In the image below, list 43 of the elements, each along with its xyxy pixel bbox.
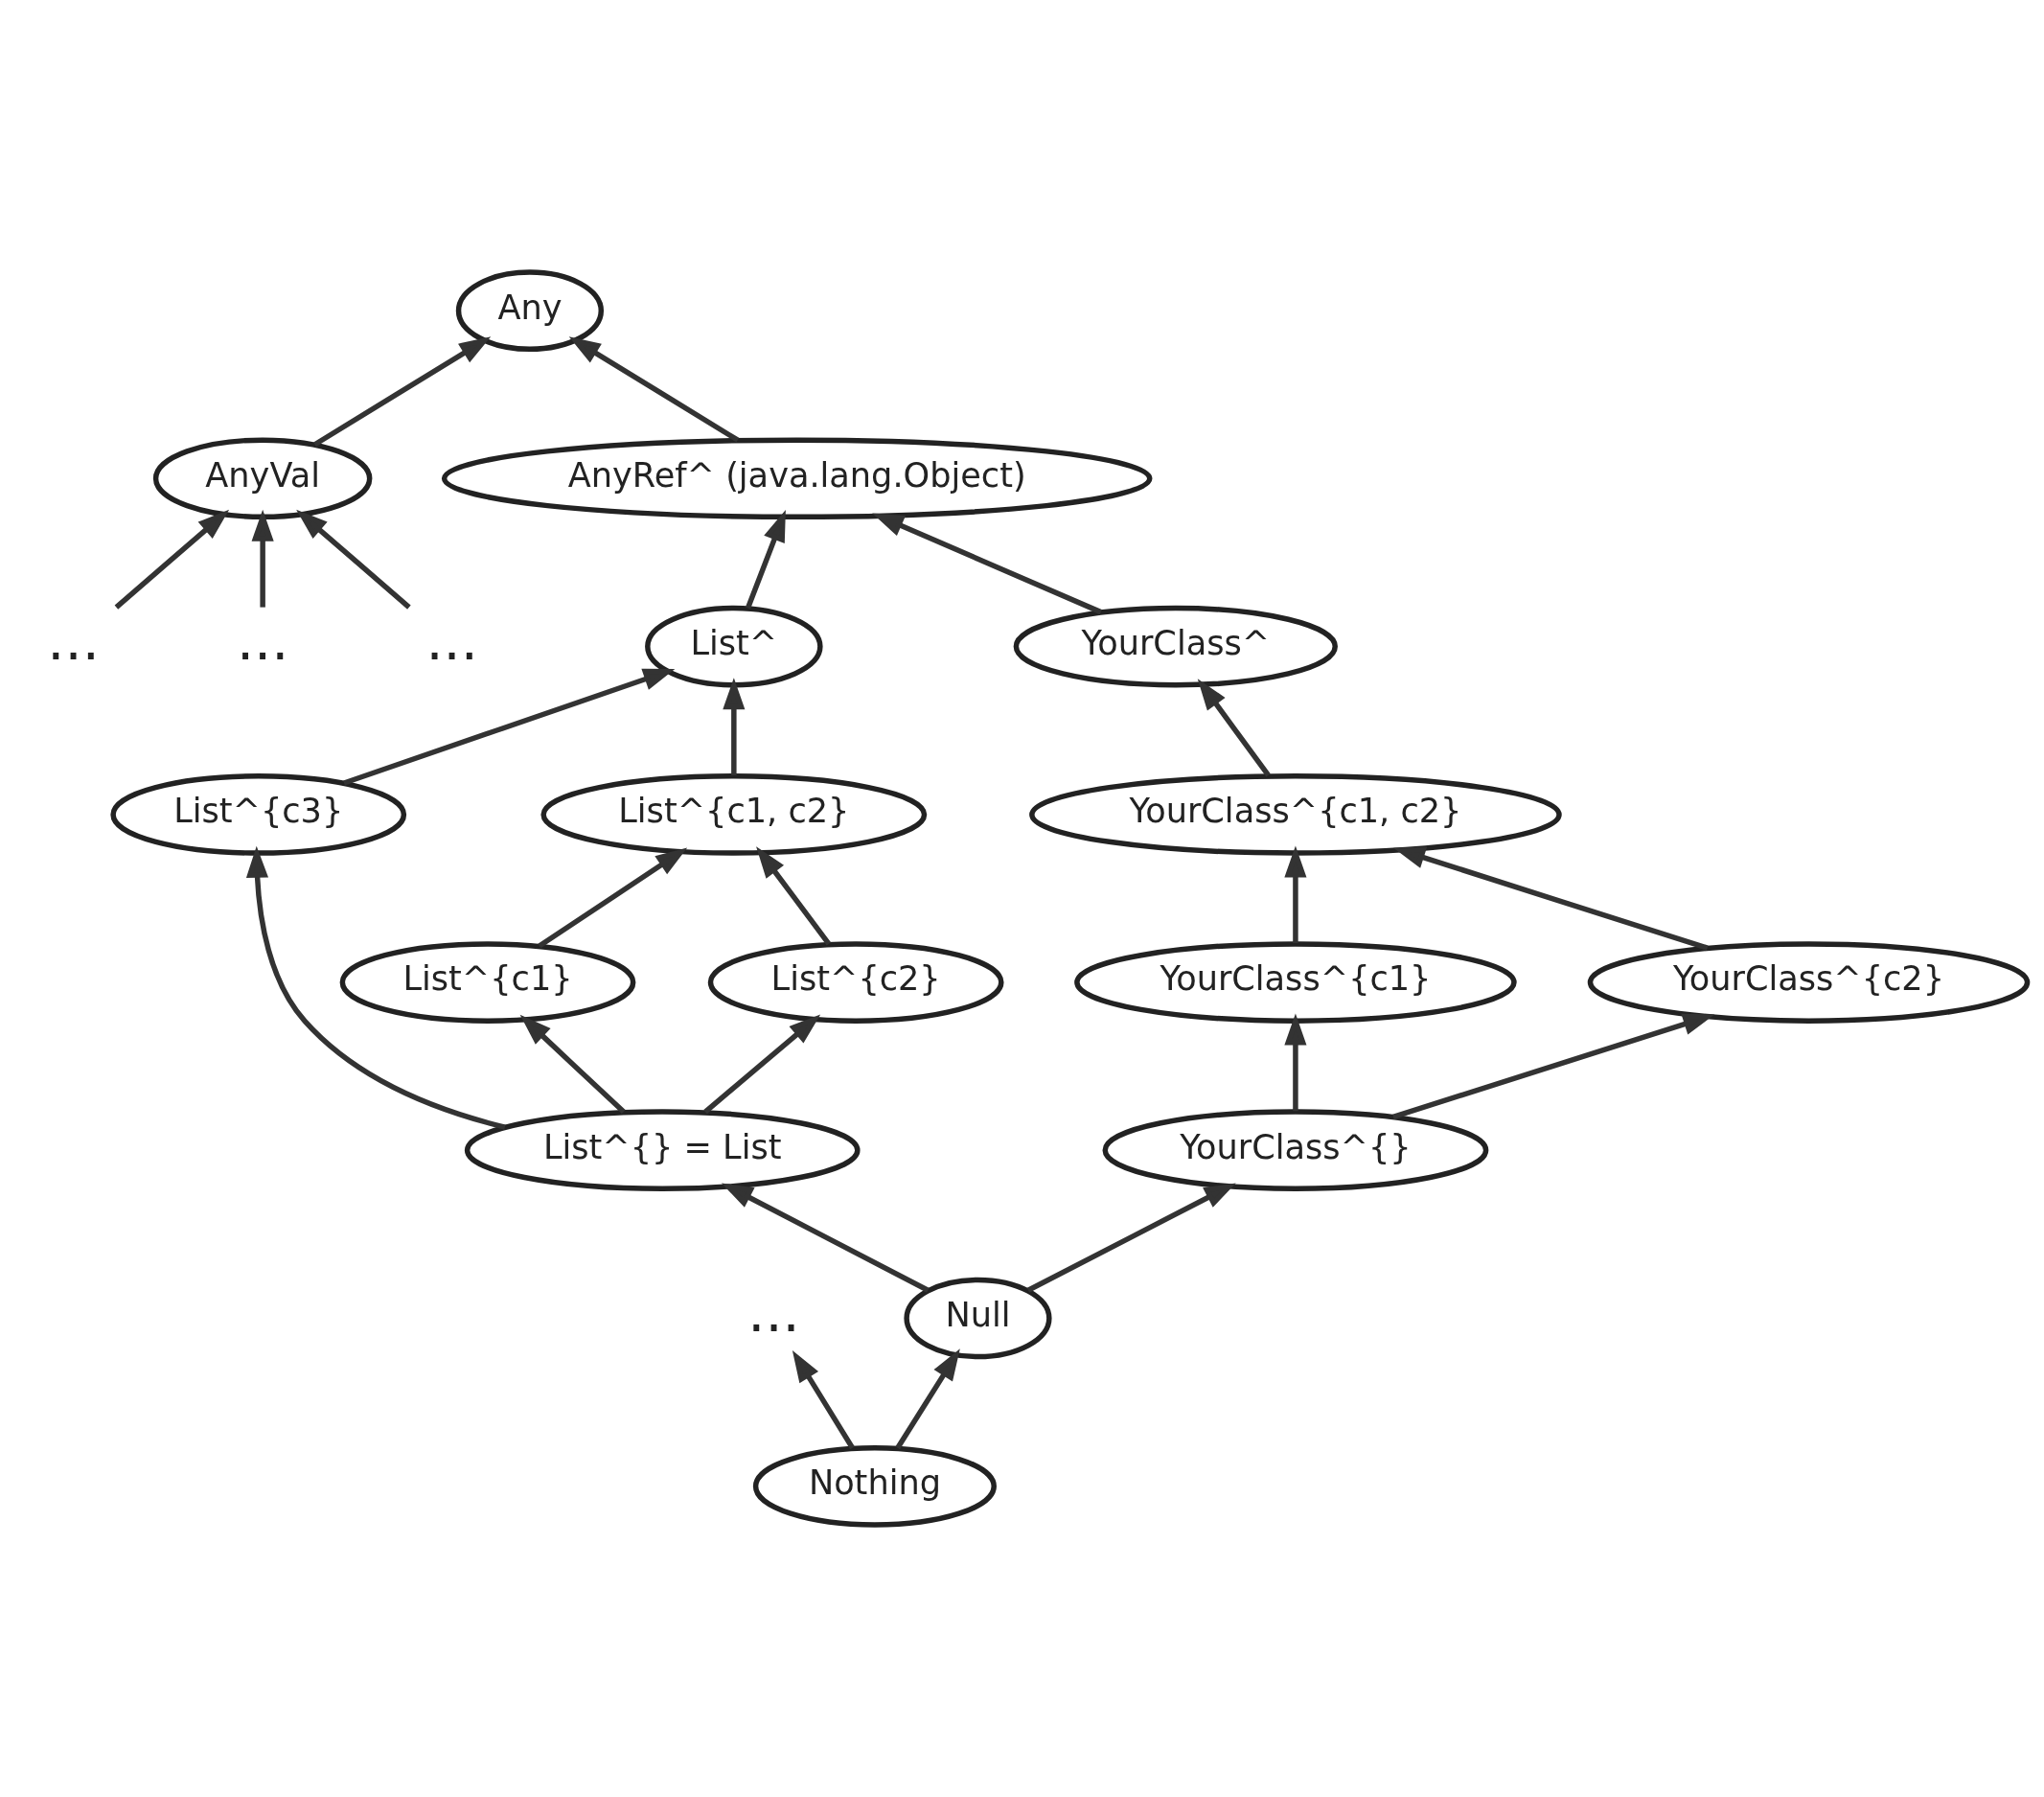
node-ellipse: List^{c1}	[339, 941, 636, 1024]
arrow	[343, 668, 676, 786]
node-text: ...	[236, 609, 289, 673]
node-ellipse: List^{c1, c2}	[540, 773, 928, 856]
arrow	[519, 1014, 626, 1115]
arrow	[872, 513, 1102, 615]
node-ellipse: List^{c2}	[707, 941, 1004, 1024]
node-ellipse: List^{c3}	[110, 773, 407, 856]
arrow	[703, 1014, 821, 1115]
arrow	[1284, 1013, 1307, 1112]
arrow	[251, 509, 274, 608]
arrow	[114, 509, 230, 610]
arrow	[792, 1350, 855, 1450]
arrow	[721, 1183, 930, 1293]
arrow	[1393, 846, 1709, 951]
arrow	[1284, 845, 1307, 944]
node-ellipse: Nothing	[752, 1445, 997, 1528]
arrow	[245, 845, 506, 1130]
node-text: ...	[47, 609, 100, 673]
node-ellipse: YourClass^{c2}	[1587, 941, 2031, 1024]
node-ellipse: AnyVal	[152, 437, 373, 520]
node-ellipse: Any	[455, 269, 605, 352]
arrow	[723, 678, 746, 775]
arrow	[568, 336, 740, 443]
arrow	[1197, 679, 1271, 777]
node-ellipse: YourClass^{}	[1102, 1109, 1489, 1191]
node-ellipse: List^{} = List	[464, 1109, 861, 1191]
node-ellipse: List^	[645, 605, 823, 688]
node-ellipse: AnyRef^ (java.lang.Object)	[441, 437, 1153, 520]
arrow	[313, 336, 492, 448]
arrow	[538, 847, 688, 949]
arrow	[756, 846, 832, 946]
node-text: ...	[425, 609, 478, 673]
node-ellipse: YourClass^	[1013, 605, 1338, 688]
arrow	[296, 509, 411, 610]
node-text: ...	[747, 1280, 800, 1345]
arrow	[895, 1348, 960, 1450]
arrow	[1026, 1183, 1236, 1293]
node-ellipse: YourClass^{c1}	[1074, 941, 1517, 1024]
arrow	[1392, 1013, 1715, 1120]
node-ellipse: YourClass^{c1, c2}	[1029, 773, 1562, 856]
node-ellipse: Null	[904, 1277, 1052, 1360]
arrow	[745, 510, 786, 610]
